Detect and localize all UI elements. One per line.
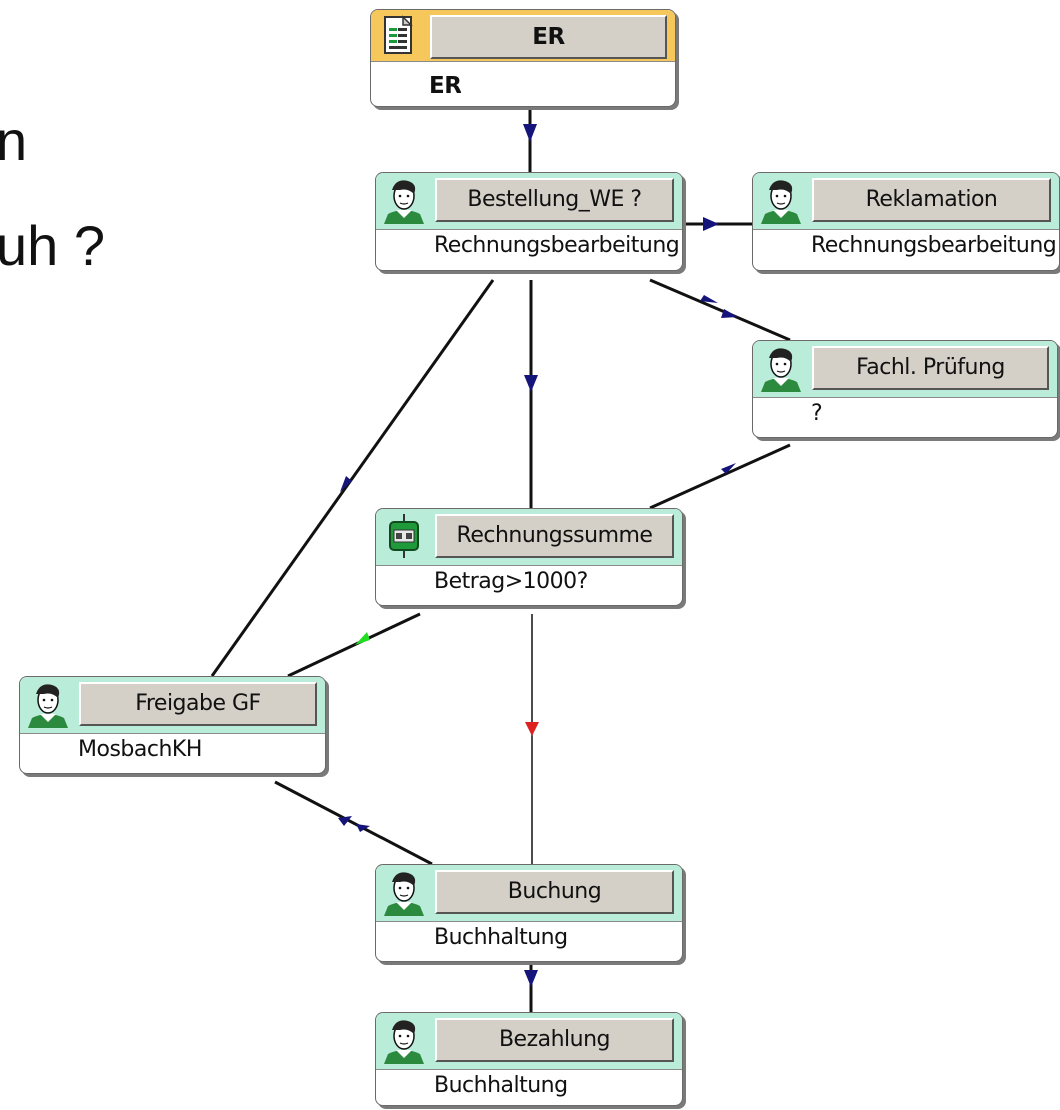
- node-title: Reklamation: [812, 178, 1051, 222]
- person-icon: [384, 872, 424, 916]
- arrowhead: [524, 375, 538, 392]
- node-fachl-pruefung[interactable]: Fachl. Prüfung ?: [752, 340, 1058, 438]
- person-icon: [28, 684, 68, 728]
- arrowhead: [721, 309, 738, 318]
- edge-freigabe-bestellung: [210, 279, 495, 677]
- node-rechnungssumme[interactable]: Rechnungssumme Betrag>1000?: [375, 508, 683, 606]
- arrowhead: [721, 463, 736, 474]
- node-subtitle: Rechnungsbearbeitung: [434, 233, 680, 258]
- node-subtitle: ER: [429, 73, 462, 99]
- arrowhead: [340, 476, 352, 492]
- arrowhead: [703, 217, 719, 231]
- decision-icon: [389, 514, 419, 558]
- person-icon: [761, 180, 801, 224]
- node-subtitle: Buchhaltung: [434, 1073, 568, 1098]
- background-text-line-1: n: [0, 109, 28, 172]
- node-freigabe-gf[interactable]: Freigabe GF MosbachKH: [19, 676, 326, 774]
- node-er[interactable]: ER ER: [370, 9, 676, 107]
- node-bezahlung[interactable]: Bezahlung Buchhaltung: [375, 1012, 683, 1106]
- node-reklamation[interactable]: Reklamation Rechnungsbearbeitung: [752, 172, 1060, 271]
- edge-buchung-freigabe: [274, 780, 433, 866]
- background-text-line-2: uh ?: [0, 214, 105, 277]
- node-title: Bezahlung: [435, 1018, 674, 1062]
- node-subtitle: MosbachKH: [78, 737, 202, 762]
- node-title: ER: [430, 15, 667, 59]
- node-title: Rechnungssumme: [435, 514, 674, 558]
- node-title: Buchung: [435, 870, 674, 914]
- document-icon: [384, 15, 413, 54]
- node-bestellung-we[interactable]: Bestellung_WE ? Rechnungsbearbeitung: [375, 172, 683, 271]
- node-title: Freigabe GF: [79, 682, 317, 726]
- node-title: Fachl. Prüfung: [812, 346, 1049, 390]
- edge-fachl-rechnungssumme: [649, 443, 791, 510]
- arrowhead-false: [525, 722, 539, 736]
- arrowhead: [524, 970, 538, 987]
- arrowhead: [523, 124, 537, 142]
- node-title: Bestellung_WE ?: [435, 178, 674, 222]
- arrowhead: [356, 824, 370, 832]
- node-buchung[interactable]: Buchung Buchhaltung: [375, 864, 683, 962]
- edge-bestellung-fachl: [649, 278, 791, 342]
- node-subtitle: Betrag>1000?: [434, 569, 588, 594]
- node-subtitle: ?: [811, 401, 823, 426]
- arrowhead-true: [355, 632, 370, 645]
- node-subtitle: Rechnungsbearbeitung: [811, 233, 1057, 258]
- edge-rechnungssumme-freigabe: [287, 612, 421, 678]
- person-icon: [384, 180, 424, 224]
- person-icon: [384, 1020, 424, 1064]
- node-subtitle: Buchhaltung: [434, 925, 568, 950]
- person-icon: [761, 348, 801, 392]
- arrowhead: [338, 816, 352, 826]
- arrowhead: [700, 295, 718, 303]
